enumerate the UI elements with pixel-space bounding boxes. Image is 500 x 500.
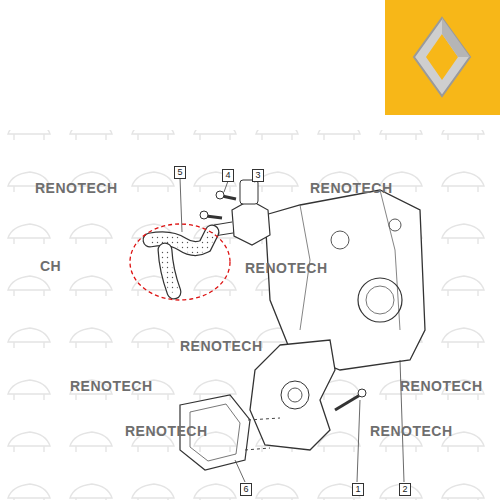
watermark: RENOTECH xyxy=(125,423,208,439)
watermark: RENOTECH xyxy=(180,338,263,354)
callout-number: 6 xyxy=(240,483,252,496)
watermark: RENOTECH xyxy=(370,423,453,439)
callout-number: 1 xyxy=(352,483,364,496)
callout-number: 3 xyxy=(252,169,264,182)
callout-number: 4 xyxy=(222,169,234,182)
watermark: RENOTECH xyxy=(35,180,118,196)
watermark: RENOTECH xyxy=(70,378,153,394)
watermark: CH xyxy=(40,258,61,274)
watermark: RENOTECH xyxy=(245,260,328,276)
watermark: RENOTECH xyxy=(400,378,483,394)
callout-number: 2 xyxy=(399,483,411,496)
watermark: RENOTECH xyxy=(310,180,393,196)
callout-number: 5 xyxy=(174,166,186,179)
